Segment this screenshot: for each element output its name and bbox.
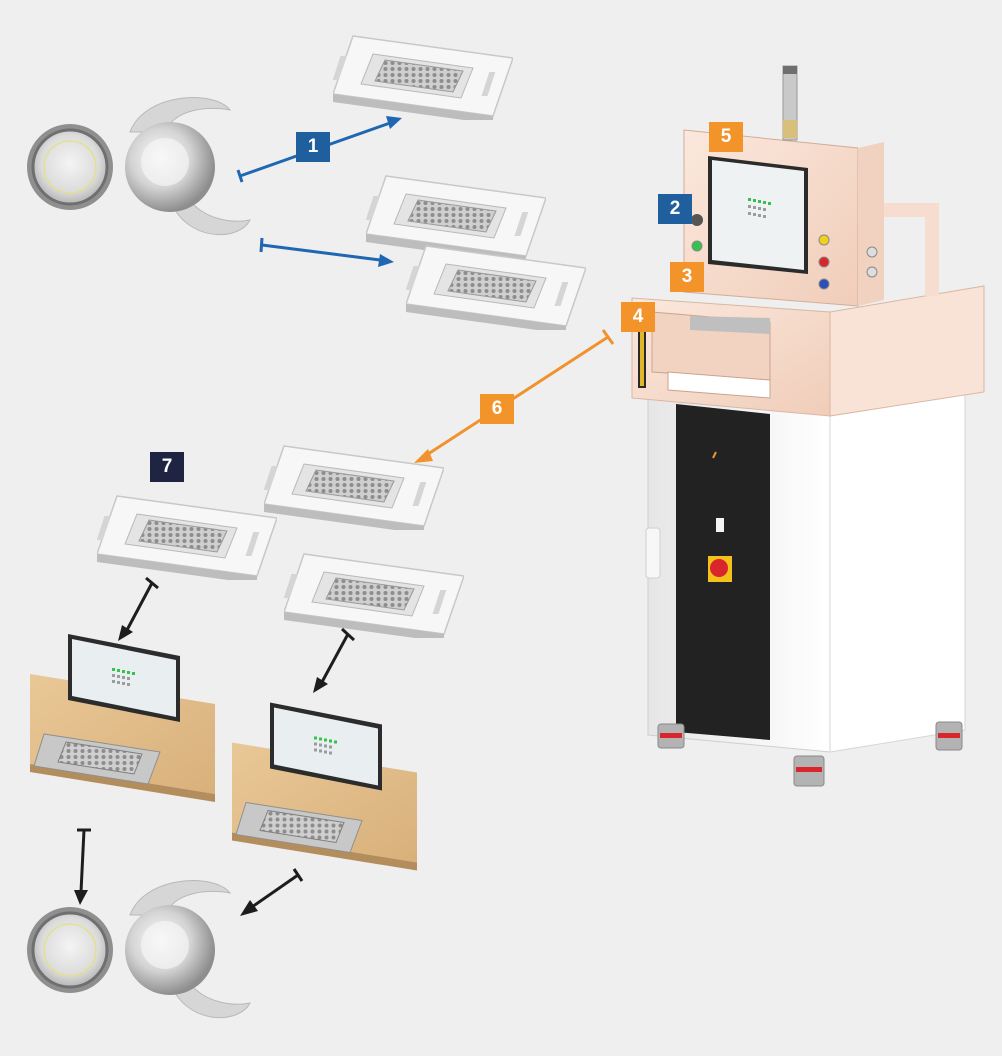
orange-arrow <box>424 329 615 458</box>
dark-arrowhead-station-left <box>118 625 133 641</box>
dark-arrow-to-output-lens <box>251 868 304 909</box>
callout-5: 5 <box>709 122 743 152</box>
dark-arrow-to-output-case <box>77 828 91 893</box>
dark-arrow-to-station-right <box>320 627 356 683</box>
dark-arrow-to-station-left <box>125 576 159 631</box>
automated-inspection-machine-icon <box>631 65 985 787</box>
callout-7: 7 <box>150 452 184 482</box>
orange-arrowhead <box>414 449 433 463</box>
dark-arrowhead-station-right <box>313 677 328 693</box>
callout-4: 4 <box>621 302 655 332</box>
blue-arrowhead-upper <box>386 116 402 129</box>
callout-2: 2 <box>658 194 692 224</box>
callout-6: 6 <box>480 394 514 424</box>
callout-1: 1 <box>296 132 330 162</box>
blue-arrow-lower <box>259 237 381 262</box>
dark-arrowhead-output-lens <box>240 900 258 916</box>
dark-arrowhead-output-case <box>74 890 88 905</box>
callout-3: 3 <box>670 262 704 292</box>
blue-arrowhead-lower <box>378 254 394 267</box>
